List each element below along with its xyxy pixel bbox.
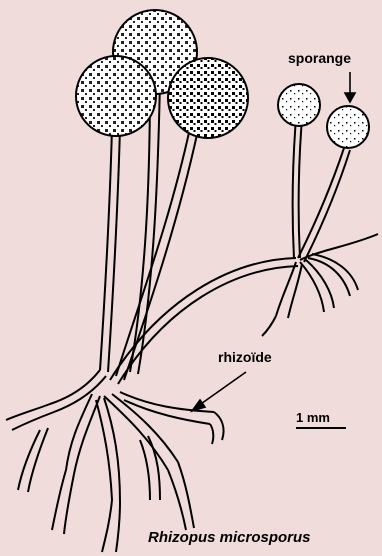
scale-label: 1 mm (296, 411, 330, 424)
rhizoide-label: rhizoïde (218, 350, 272, 364)
sporangia-main (76, 10, 248, 138)
rhizoid-network-secondary (262, 254, 358, 336)
rhizoide-arrow (192, 372, 246, 411)
species-caption: Rhizopus microsporus (148, 530, 311, 545)
sporange-arrow (345, 72, 355, 102)
rhizoid-network-main (6, 370, 224, 552)
sporange-label: sporange (288, 51, 351, 65)
